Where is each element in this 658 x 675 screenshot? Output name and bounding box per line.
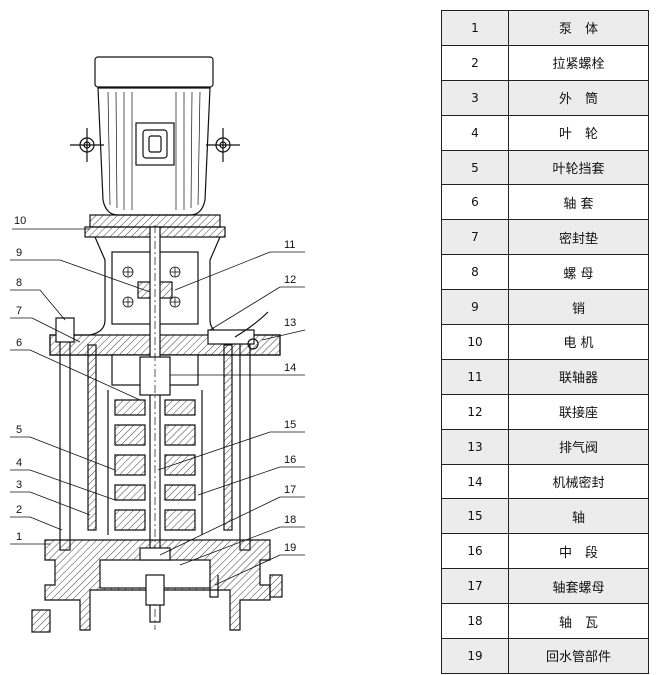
part-name: 电 机 bbox=[508, 324, 649, 360]
tie-bolt-right bbox=[239, 329, 251, 551]
motor-fan-cover bbox=[94, 56, 214, 88]
part-name: 泵 体 bbox=[508, 10, 649, 46]
callout-18: 18 bbox=[284, 514, 296, 526]
callout-4: 4 bbox=[16, 457, 22, 469]
callout-8: 8 bbox=[16, 277, 22, 289]
return-pipe bbox=[209, 575, 219, 598]
part-number: 11 bbox=[441, 358, 509, 395]
callout-6: 6 bbox=[16, 337, 22, 349]
part-number: 1 bbox=[441, 10, 509, 46]
part-name: 轴套螺母 bbox=[508, 568, 649, 605]
callout-9: 9 bbox=[16, 247, 22, 259]
part-name: 外 筒 bbox=[508, 79, 649, 116]
terminal-box bbox=[135, 122, 175, 166]
part-number: 5 bbox=[441, 149, 509, 186]
part-number: 12 bbox=[441, 393, 509, 430]
callout-12: 12 bbox=[284, 274, 296, 286]
part-number: 7 bbox=[441, 219, 509, 256]
callout-15: 15 bbox=[284, 419, 296, 431]
callout-7: 7 bbox=[16, 305, 22, 317]
part-number: 14 bbox=[441, 463, 509, 500]
lifting-lug-right bbox=[206, 128, 240, 162]
callout-5: 5 bbox=[16, 424, 22, 436]
pump-cross-section-drawing: 10 9 8 7 6 5 4 3 2 1 11 12 13 14 15 16 1… bbox=[10, 56, 306, 633]
part-number: 17 bbox=[441, 568, 509, 605]
part-number: 13 bbox=[441, 428, 509, 465]
part-number: 16 bbox=[441, 533, 509, 570]
part-number: 2 bbox=[441, 44, 509, 81]
callout-10: 10 bbox=[14, 215, 26, 227]
part-name: 密封垫 bbox=[508, 219, 649, 256]
callout-1: 1 bbox=[16, 531, 22, 543]
outer-barrel bbox=[87, 344, 97, 531]
callout-14: 14 bbox=[284, 362, 296, 374]
part-name: 叶轮挡套 bbox=[508, 149, 649, 186]
part-number: 4 bbox=[441, 114, 509, 151]
part-number: 10 bbox=[441, 324, 509, 360]
part-name: 排气阀 bbox=[508, 428, 649, 465]
bearing bbox=[139, 547, 171, 561]
part-number: 9 bbox=[441, 289, 509, 326]
callout-16: 16 bbox=[284, 454, 296, 466]
part-name: 叶 轮 bbox=[508, 114, 649, 151]
callout-2: 2 bbox=[16, 504, 22, 516]
part-name: 拉紧螺栓 bbox=[508, 44, 649, 81]
part-name: 轴 bbox=[508, 498, 649, 535]
part-name: 中 段 bbox=[508, 533, 649, 570]
part-name: 联轴器 bbox=[508, 358, 649, 395]
part-number: 15 bbox=[441, 498, 509, 535]
callout-13: 13 bbox=[284, 317, 296, 329]
part-number: 6 bbox=[441, 184, 509, 221]
part-name: 轴 套 bbox=[508, 184, 649, 221]
callout-3: 3 bbox=[16, 479, 22, 491]
lifting-lug-left bbox=[70, 128, 104, 162]
callout-19: 19 bbox=[284, 542, 296, 554]
part-name: 联接座 bbox=[508, 393, 649, 430]
part-number: 8 bbox=[441, 254, 509, 291]
callout-11: 11 bbox=[284, 239, 295, 251]
part-number: 18 bbox=[441, 603, 509, 640]
impeller-stages bbox=[107, 354, 203, 535]
part-name: 机械密封 bbox=[508, 463, 649, 500]
callout-17: 17 bbox=[284, 484, 296, 496]
part-number: 3 bbox=[441, 79, 509, 116]
vent-valve bbox=[207, 311, 269, 350]
part-name: 回水管部件 bbox=[508, 638, 649, 674]
part-name: 螺 母 bbox=[508, 254, 649, 291]
part-name: 销 bbox=[508, 289, 649, 326]
part-name: 轴 瓦 bbox=[508, 603, 649, 640]
part-number: 19 bbox=[441, 638, 509, 674]
